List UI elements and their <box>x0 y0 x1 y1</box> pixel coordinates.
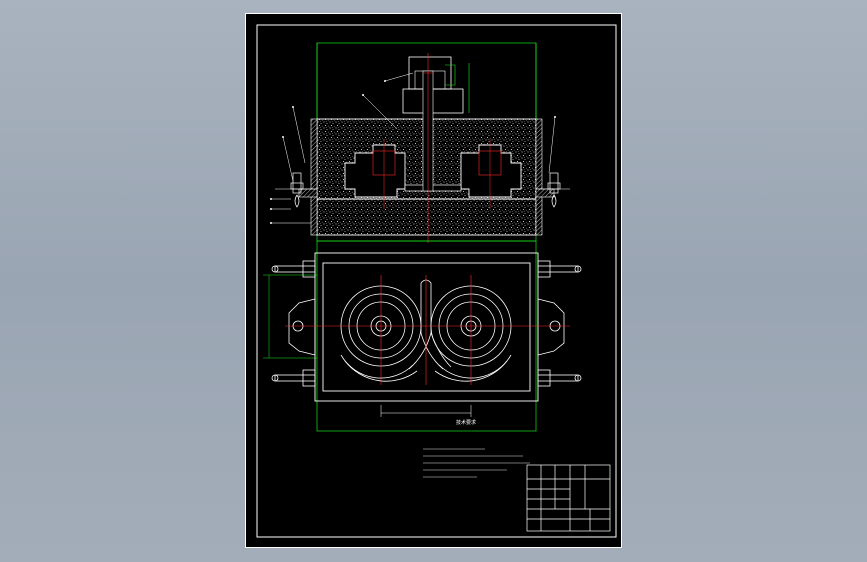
mould-cavity-left <box>344 144 406 198</box>
mould-cavity-right <box>460 144 522 198</box>
notes-heading: 技术要求 <box>456 420 477 426</box>
plan-view <box>263 240 582 432</box>
handles <box>271 260 582 387</box>
technical-notes-lines <box>423 448 530 478</box>
outer-frame <box>245 13 622 548</box>
drag-sand <box>316 198 537 236</box>
plan-centerlines <box>285 275 570 385</box>
title-block <box>526 464 611 532</box>
technical-notes: 技术要求 <box>418 420 568 444</box>
section-view <box>270 42 570 243</box>
flask-outline <box>314 252 539 402</box>
clamp-left <box>275 172 317 208</box>
clamp-right <box>536 172 570 208</box>
inner-frame <box>256 24 617 538</box>
drawing-sheet: 技术要求 <box>245 13 622 548</box>
central-gate <box>408 279 452 370</box>
